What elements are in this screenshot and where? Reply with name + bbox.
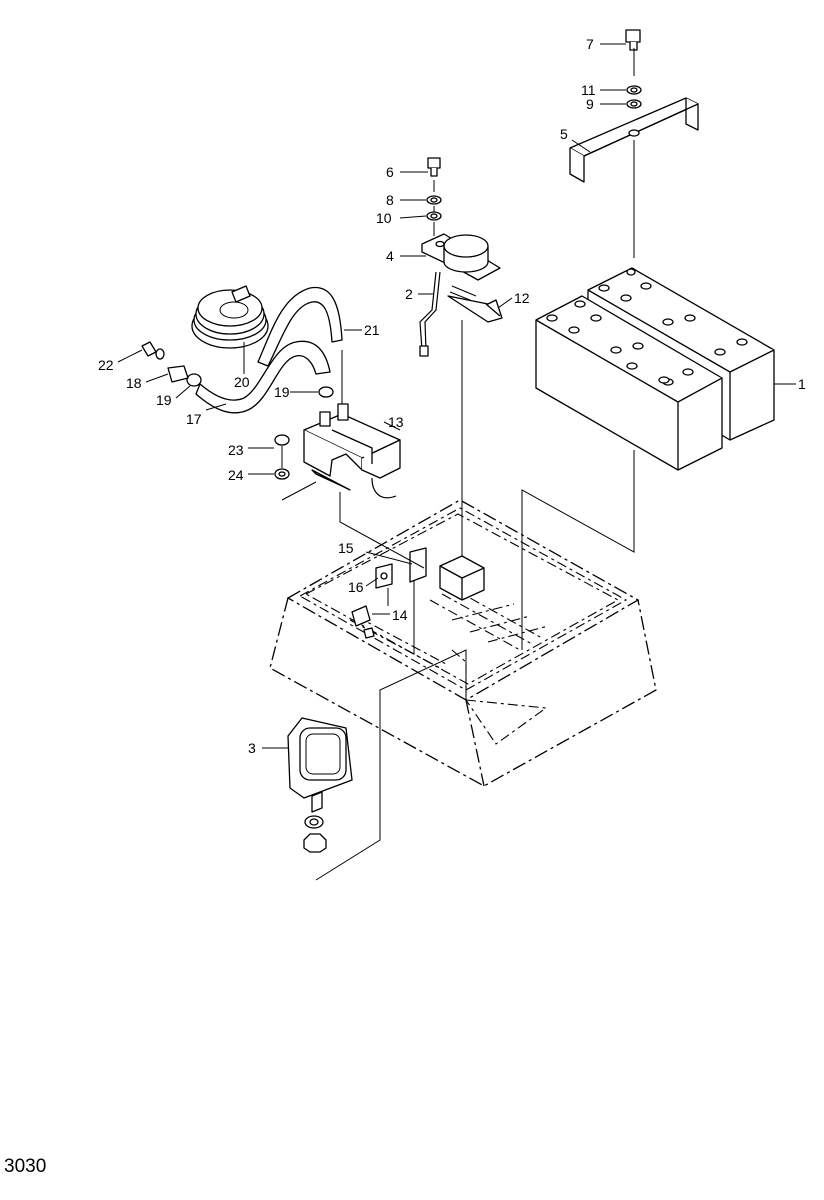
clip-16[interactable] (375, 563, 393, 589)
callout-16: 16 (348, 579, 364, 595)
callouts: 1 2 3 4 5 6 7 8 9 10 11 12 13 14 15 16 1… (98, 36, 806, 756)
callout-17: 17 (186, 411, 202, 427)
washer-8[interactable] (426, 195, 442, 205)
washer-10[interactable] (426, 211, 442, 221)
callout-2: 2 (405, 286, 413, 302)
callout-10: 10 (376, 210, 392, 226)
callout-20: 20 (234, 374, 250, 390)
bolt-7[interactable] (625, 29, 641, 51)
battery-box (269, 499, 657, 787)
callout-14: 14 (392, 607, 408, 623)
callout-13: 13 (388, 414, 404, 430)
clamp-19-hose[interactable] (186, 373, 202, 387)
bolt-6[interactable] (427, 157, 441, 177)
callout-18: 18 (126, 375, 142, 391)
screw-23[interactable] (274, 434, 290, 446)
cap-19[interactable] (318, 386, 334, 398)
callout-19a: 19 (274, 384, 290, 400)
terminal-block[interactable] (439, 555, 485, 601)
callout-1: 1 (798, 376, 806, 392)
callout-22: 22 (98, 357, 114, 373)
callout-11: 11 (581, 82, 596, 98)
reservoir-13[interactable] (303, 403, 401, 499)
callout-19b: 19 (156, 392, 172, 408)
lamp-nut[interactable] (303, 833, 327, 853)
cable-2[interactable] (419, 271, 441, 357)
callout-7: 7 (586, 36, 594, 52)
hold-down-bar[interactable] (569, 97, 699, 183)
callout-21: 21 (364, 322, 380, 338)
callout-4: 4 (386, 248, 394, 264)
hose-coil-20[interactable] (191, 285, 269, 349)
figure-number: 3030 (4, 1156, 46, 1177)
callout-6: 6 (386, 164, 394, 180)
clip-14[interactable] (351, 605, 375, 639)
callout-8: 8 (386, 192, 394, 208)
battery-switch-4[interactable] (421, 233, 501, 281)
leader-lines (117, 43, 796, 881)
callout-24: 24 (228, 467, 244, 483)
batteries[interactable] (535, 267, 775, 471)
callout-12: 12 (514, 290, 530, 306)
callout-3: 3 (248, 740, 256, 756)
callout-5: 5 (560, 126, 568, 142)
callout-9: 9 (586, 96, 594, 112)
fitting-18[interactable] (167, 365, 189, 383)
washer-24[interactable] (274, 468, 290, 480)
hose-17[interactable] (195, 340, 331, 414)
hose-21[interactable] (257, 286, 343, 367)
callout-15: 15 (338, 540, 354, 556)
elbow-22[interactable] (141, 341, 165, 360)
washer-11[interactable] (626, 85, 642, 95)
connector-12[interactable] (447, 285, 503, 323)
lamp-3[interactable] (287, 717, 353, 813)
callout-23: 23 (228, 442, 244, 458)
lamp-washer[interactable] (304, 815, 324, 829)
washer-9[interactable] (626, 99, 642, 109)
